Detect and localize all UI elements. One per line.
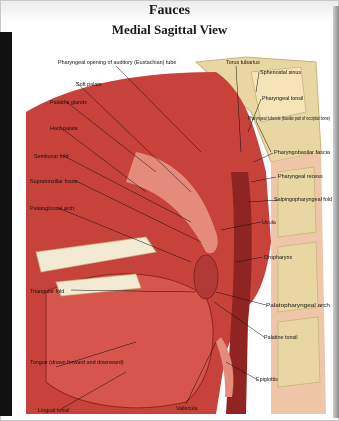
label-torus-tubarius: Torus tubarius (226, 60, 260, 66)
label-supratonsillar-fossa: Supratonsillar fossa (30, 179, 77, 185)
label-tongue: Tongue (drawn forward and downward) (30, 360, 124, 366)
label-oropharynx: Oropharynx (264, 255, 292, 261)
label-hard-palate: Hard palate (50, 126, 78, 132)
diagram-title: Fauces (0, 3, 339, 19)
left-border-bar (0, 32, 12, 416)
diagram-subtitle: Medial Sagittal View (0, 22, 339, 38)
label-lingual-tonsil: Lingual tonsil (38, 408, 69, 414)
label-pharyngeal-tubercle: Pharyngeal tubercle (basilar part of occ… (248, 116, 330, 122)
label-palatine-tonsil: Palatine tonsil (264, 335, 298, 341)
label-soft-palate: Soft palate (76, 82, 102, 88)
label-uvula: Uvula (262, 220, 276, 226)
label-pharyngeal-tonsil: Pharyngeal tonsil (262, 96, 303, 102)
label-triangular-fold: Triangular fold (30, 289, 64, 295)
label-sphenoidal-sinus: Sphenoidal sinus (260, 70, 301, 76)
label-pharyngeal-opening: Pharyngeal opening of auditory (Eustachi… (58, 60, 176, 66)
label-semilunar-fold: Semilunar fold (34, 154, 68, 160)
label-palatine-glands: Palatine glands (50, 100, 87, 106)
label-palatoglossal-arch: Palatoglossal arch (30, 206, 74, 212)
label-epiglottis: Epiglottis (256, 377, 278, 383)
label-pharyngeal-recess: Pharyngeal recess (278, 174, 323, 180)
label-vallecula: Vallecula (176, 406, 197, 412)
fauces-diagram: Pharyngeal opening of auditory (Eustachi… (16, 52, 334, 414)
label-palatopharyngeal-arch: Palatopharyngeal arch (266, 303, 330, 309)
label-pharyngobasilar-fascia: Pharyngobasilar fascia (274, 150, 330, 156)
label-salpingopharyngeal-fold: Salpingopharyngeal fold (274, 197, 332, 203)
